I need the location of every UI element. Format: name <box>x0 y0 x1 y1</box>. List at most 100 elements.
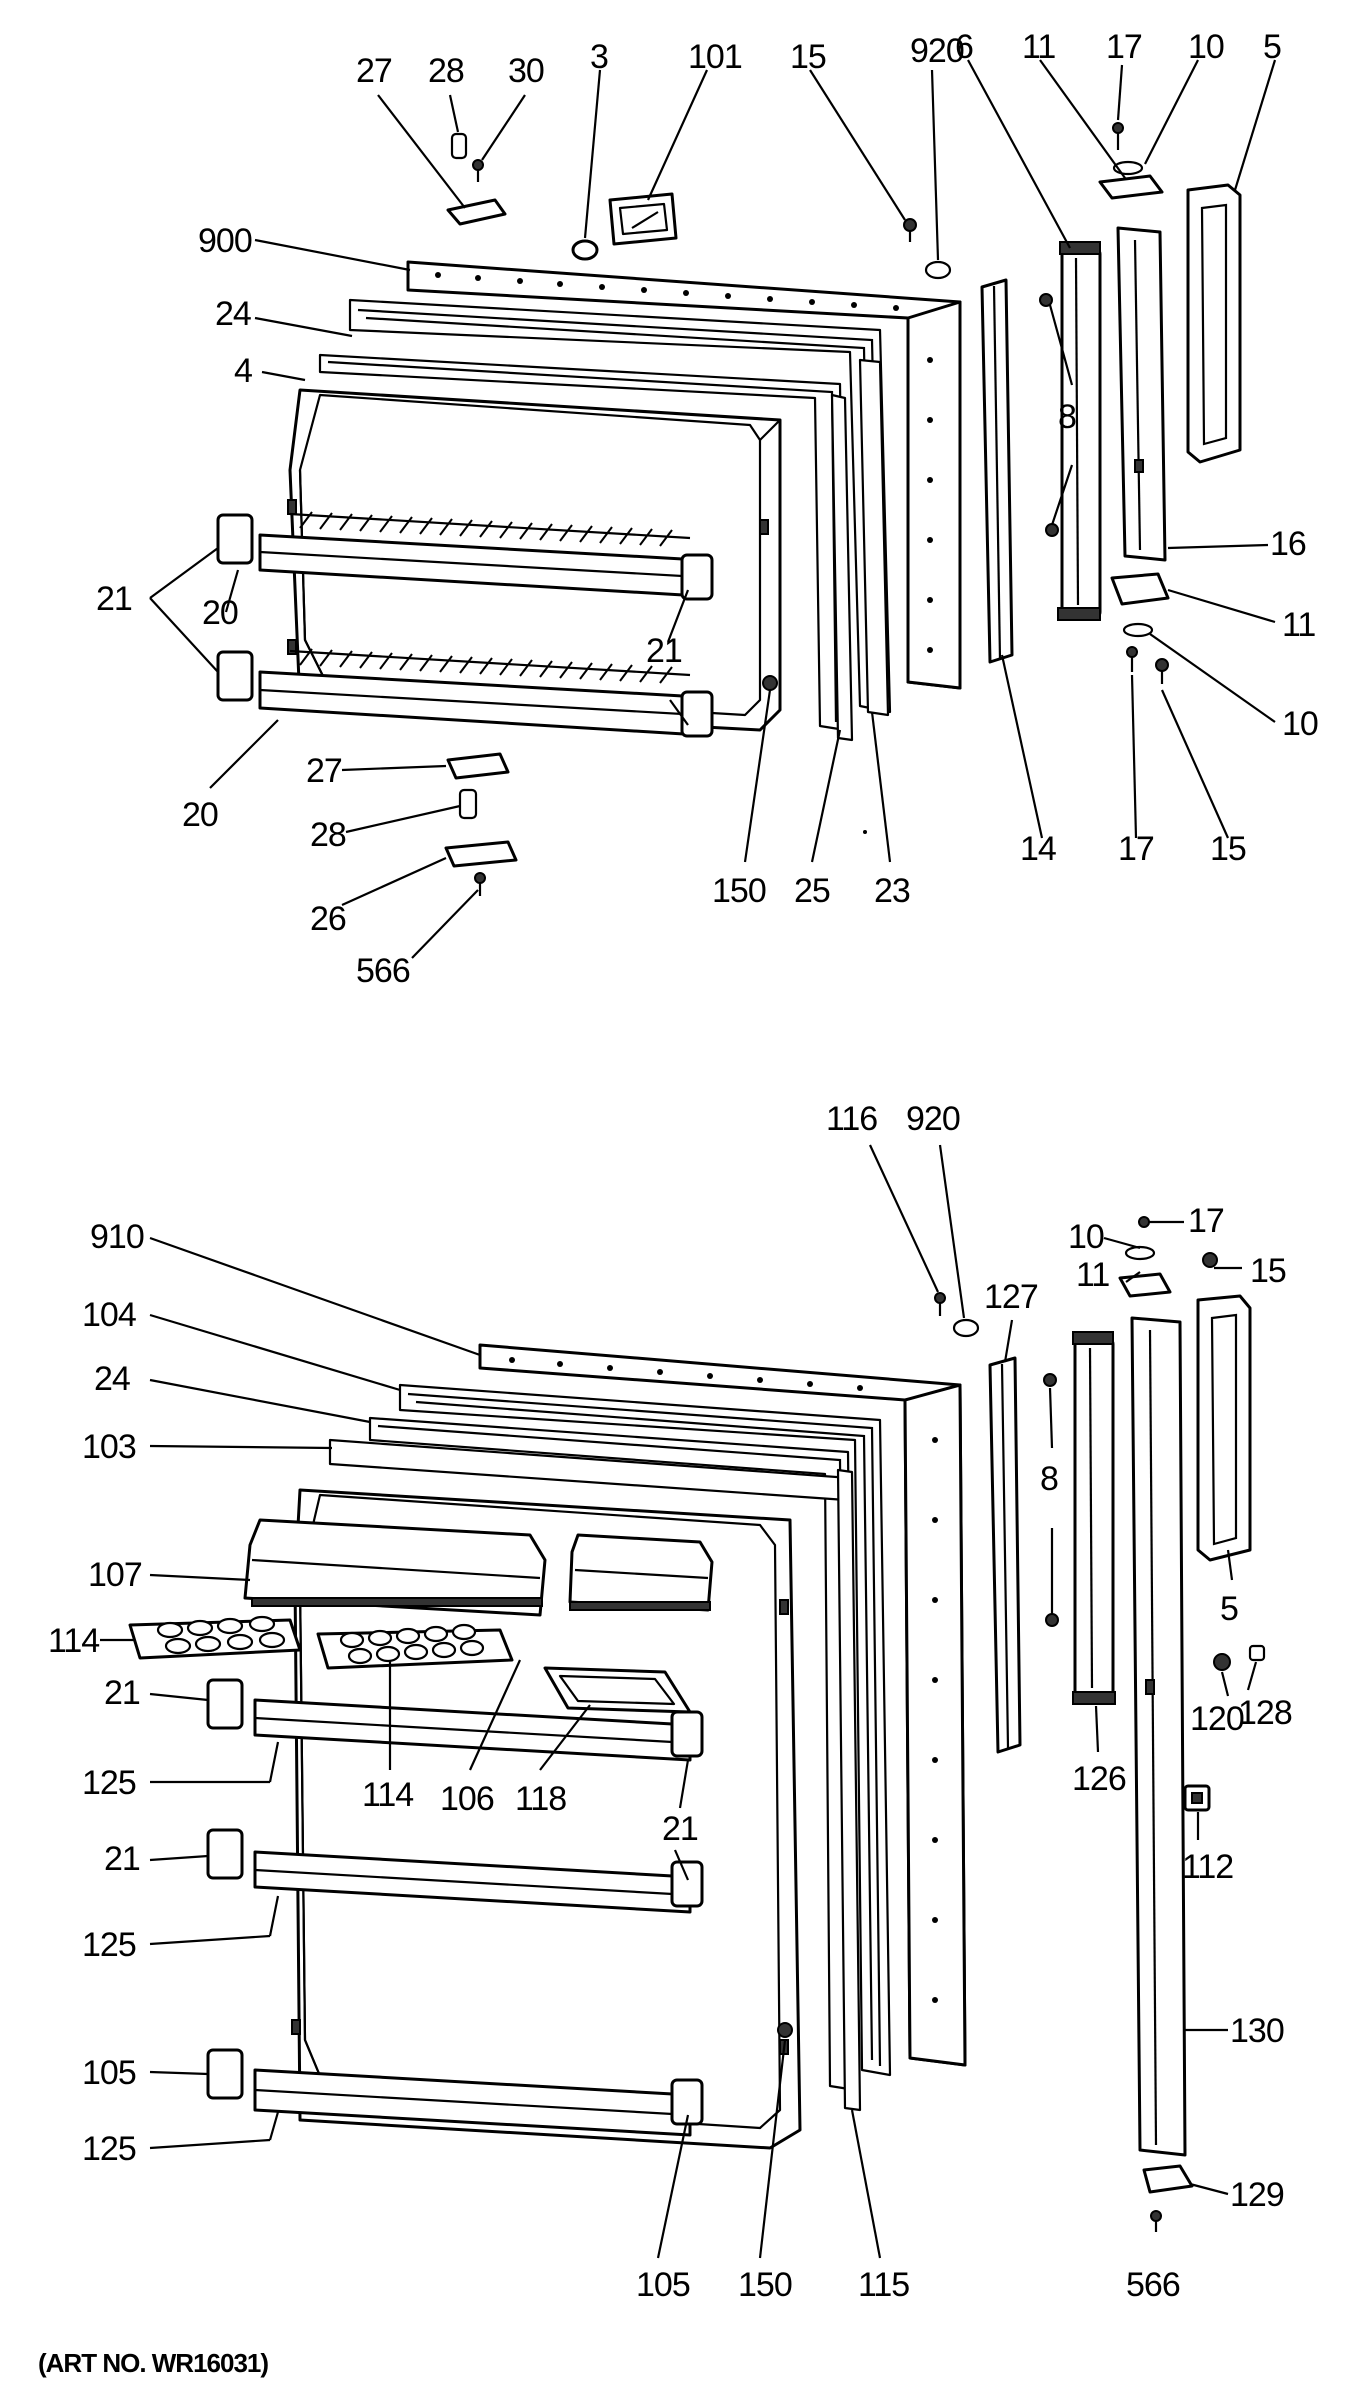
shelf-cap-21-right-upper <box>670 1710 704 1758</box>
hinge-parts-top <box>446 132 507 226</box>
callout-5: 5 <box>1263 28 1281 66</box>
screw-17-top-icon <box>1112 122 1124 134</box>
callout-112: 112 <box>1182 1848 1233 1886</box>
callout-125: 125 <box>82 1764 136 1802</box>
callout-127: 127 <box>984 1278 1038 1316</box>
callout-21: 21 <box>104 1674 140 1712</box>
screw-8-upper-icon <box>1039 293 1053 307</box>
shelf-end-cap-right-lower <box>680 690 714 738</box>
leader-lines <box>100 59 1277 2259</box>
callout-128: 128 <box>1238 1694 1292 1732</box>
shelf-end-cap-left-lower <box>216 650 254 702</box>
egg-tray-114-left <box>128 1615 302 1660</box>
callout-27: 27 <box>356 52 392 90</box>
freezer-gasket-frame <box>348 298 892 714</box>
callout-15: 15 <box>790 38 826 76</box>
cap-insert-10-lower <box>1124 1245 1156 1261</box>
screw-150-icon <box>762 675 778 691</box>
callout-150: 150 <box>712 872 766 910</box>
hinge-27-bottom <box>446 752 510 780</box>
hinge-pin-28-bottom <box>458 788 478 820</box>
callout-106: 106 <box>440 1780 494 1818</box>
freezer-strip-23 <box>858 358 890 717</box>
plug-920-lower <box>952 1318 980 1338</box>
callout-15: 15 <box>1210 830 1246 868</box>
callout-118: 118 <box>515 1780 566 1818</box>
screw-116-icon <box>934 1292 946 1304</box>
callout-107: 107 <box>88 1556 142 1594</box>
screw-15-lower-icon <box>1202 1252 1218 1268</box>
handle-trim-130 <box>1130 1316 1187 2157</box>
freezer-breaker-strip <box>318 353 847 732</box>
shelf-cap-21-right-middle <box>670 1860 704 1908</box>
door-shelf-125-upper <box>253 1698 692 1762</box>
callout-5: 5 <box>1220 1590 1238 1628</box>
callout-11: 11 <box>1282 606 1315 644</box>
hinge-27-top <box>446 198 507 226</box>
handle-bracket-6 <box>1057 241 1102 621</box>
freezer-shelf-rail-lower <box>258 648 702 737</box>
callout-566: 566 <box>356 952 410 990</box>
callout-566: 566 <box>1126 2266 1180 2304</box>
callout-23: 23 <box>874 872 910 910</box>
screw-17-lower-icon <box>1138 1216 1150 1228</box>
fresh-food-breaker-strip <box>368 1416 857 2092</box>
callout-27: 27 <box>306 752 342 790</box>
freezer-door-assembly <box>216 122 1242 896</box>
fresh-food-strip-115 <box>836 1468 862 2112</box>
end-cap-11-lower-top <box>1118 1272 1172 1298</box>
callout-21: 21 <box>646 632 682 670</box>
plug-3 <box>571 239 599 261</box>
callout-10: 10 <box>1188 28 1224 66</box>
callout-105: 105 <box>82 2054 136 2092</box>
callout-129: 129 <box>1230 2176 1284 2214</box>
callout-28: 28 <box>428 52 464 90</box>
end-cap-129 <box>1142 2164 1194 2194</box>
callout-14: 14 <box>1020 830 1056 868</box>
freezer-strip-25 <box>830 393 854 742</box>
callout-25: 25 <box>794 872 830 910</box>
shelf-cap-21-left-upper <box>206 1678 244 1730</box>
screw-566-top-icon <box>474 872 486 884</box>
callout-16: 16 <box>1270 525 1306 563</box>
egg-tray-114-right <box>316 1623 514 1670</box>
callout-910: 910 <box>90 1218 144 1256</box>
screw-17-bottom-icon <box>1126 646 1138 658</box>
shelf-end-cap-right-upper <box>680 553 714 601</box>
handle-bracket-126 <box>1072 1331 1116 1705</box>
callout-11: 11 <box>1076 1256 1109 1294</box>
clip-128 <box>1248 1644 1266 1662</box>
callout-114: 114 <box>362 1776 413 1814</box>
door-handle-5 <box>1186 183 1242 464</box>
callout-125: 125 <box>82 1926 136 1964</box>
handle-end-cap-bottom <box>1110 572 1170 606</box>
callout-20: 20 <box>182 796 218 834</box>
callout-105: 105 <box>636 2266 690 2304</box>
screw-8-lower-lower-icon <box>1045 1613 1059 1627</box>
callout-4: 4 <box>234 352 252 390</box>
handle-trim-16 <box>1116 226 1167 562</box>
callout-10: 10 <box>1282 705 1318 743</box>
callout-10: 10 <box>1068 1218 1104 1256</box>
liner-slot <box>287 639 297 655</box>
fresh-food-door-assembly <box>128 1216 1266 2232</box>
plug-920-top <box>924 260 952 280</box>
cap-insert-10-bottom <box>1122 622 1154 638</box>
hinge-pin-28-top <box>450 132 468 160</box>
screw-120-icon <box>1213 1653 1231 1671</box>
callout-labels: 27 28 30 3 101 15 920 6 11 17 10 5 900 2… <box>38 28 1319 2378</box>
callout-21: 21 <box>104 1840 140 1878</box>
screw-566-lower-icon <box>1150 2210 1162 2222</box>
callout-125: 125 <box>82 2130 136 2168</box>
callout-8: 8 <box>1040 1460 1058 1498</box>
callout-115: 115 <box>858 2266 909 2304</box>
fresh-food-gasket-frame <box>398 1383 892 2077</box>
callout-920: 920 <box>906 1100 960 1138</box>
callout-103: 103 <box>82 1428 136 1466</box>
callout-6: 6 <box>955 28 973 66</box>
freezer-shelf-rail-upper <box>258 511 702 598</box>
nameplate-101 <box>608 192 678 246</box>
screw-150-lower-icon <box>777 2022 793 2038</box>
callout-15: 15 <box>1250 1252 1286 1290</box>
